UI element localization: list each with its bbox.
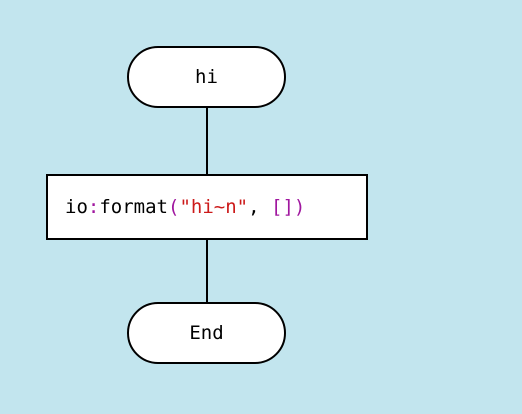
code-token-default: format — [99, 196, 168, 218]
process-code: io:format("hi~n", []) — [65, 196, 305, 218]
connector-process-to-end — [206, 240, 208, 302]
code-token-operator: ( — [167, 196, 180, 218]
code-token-default: io — [65, 196, 88, 218]
code-token-string: " — [236, 196, 249, 218]
code-token-default: , — [248, 196, 271, 218]
connector-start-to-process — [206, 108, 208, 174]
code-token-escape: ~n — [213, 196, 237, 218]
code-token-operator: : — [87, 196, 100, 218]
start-node[interactable]: hi — [127, 46, 286, 108]
code-token-string: "hi — [179, 196, 214, 218]
end-node[interactable]: End — [127, 302, 286, 364]
process-node[interactable]: io:format("hi~n", []) — [46, 174, 368, 240]
code-token-operator: []) — [271, 196, 306, 218]
end-node-label: End — [189, 322, 224, 344]
start-node-label: hi — [195, 66, 218, 88]
